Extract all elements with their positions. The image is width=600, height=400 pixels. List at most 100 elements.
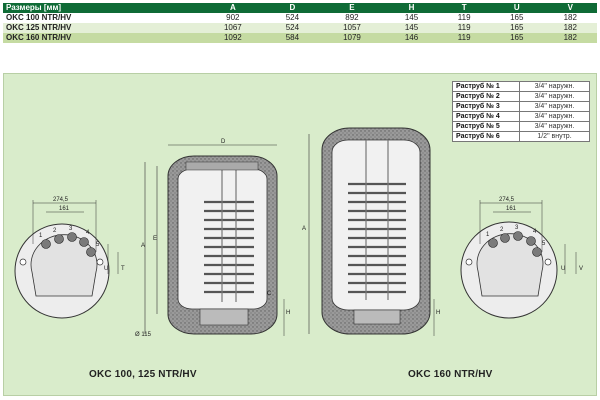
- dim-label: 274,5: [499, 197, 515, 203]
- model-cell: OKC 160 NTR/HV: [3, 33, 200, 43]
- port-5: [86, 247, 96, 257]
- value-cell: 182: [543, 13, 597, 23]
- value-cell: 892: [319, 13, 385, 23]
- port-label: 1: [39, 233, 43, 239]
- small-tank-side-view: D A E Ø 115 H C: [135, 139, 290, 338]
- table-row: OKC 125 NTR/HV 1067 524 1057 145 119 165…: [3, 23, 597, 33]
- value-cell: 145: [384, 23, 439, 33]
- value-cell: 524: [265, 23, 320, 33]
- model-cell: OKC 100 NTR/HV: [3, 13, 200, 23]
- heating-coil: [204, 200, 254, 294]
- caption-large-model: OKC 160 NTR/HV: [408, 369, 493, 380]
- port-label: 5: [96, 242, 100, 248]
- connection-label: Раструб № 6: [452, 131, 520, 142]
- value-cell: 182: [543, 23, 597, 33]
- connection-value: 1/2" внутр.: [519, 131, 590, 142]
- port-3: [513, 231, 523, 241]
- value-cell: 119: [438, 23, 491, 33]
- header-cell: D: [265, 3, 320, 13]
- value-cell: 146: [384, 33, 439, 43]
- connection-value: 3/4" наружн.: [519, 121, 590, 132]
- value-cell: 524: [265, 13, 320, 23]
- value-cell: 145: [384, 13, 439, 23]
- dim-label: H: [436, 310, 440, 316]
- port-3: [67, 232, 77, 242]
- port-label: 1: [486, 232, 490, 238]
- connection-label: Раструб № 4: [452, 111, 520, 122]
- value-cell: 119: [438, 13, 491, 23]
- header-cell: A: [200, 3, 266, 13]
- value-cell: 1057: [319, 23, 385, 33]
- port-2: [500, 233, 510, 243]
- connection-row: Раструб № 1 3/4" наружн.: [452, 81, 590, 92]
- heating-coil: [348, 182, 406, 294]
- port-1: [41, 239, 51, 249]
- value-cell: 165: [490, 13, 544, 23]
- dim-label: U: [561, 266, 565, 272]
- dim-label: H: [286, 310, 290, 316]
- value-cell: 1067: [200, 23, 266, 33]
- connections-table: Раструб № 1 3/4" наружн. Раструб № 2 3/4…: [452, 81, 590, 142]
- header-cell: V: [543, 3, 597, 13]
- connection-label: Раструб № 5: [452, 121, 520, 132]
- dim-label: V: [579, 266, 583, 272]
- value-cell: 902: [200, 13, 266, 23]
- header-cell: T: [438, 3, 491, 13]
- dim-label: U: [104, 266, 108, 272]
- port-label: 3: [515, 225, 519, 231]
- port-label: 2: [500, 227, 504, 233]
- value-cell: 165: [490, 33, 544, 43]
- dim-label: 161: [506, 206, 517, 212]
- dim-label: D: [221, 139, 226, 145]
- table-row: OKC 160 NTR/HV 1092 584 1079 146 119 165…: [3, 33, 597, 43]
- port-label: 2: [53, 228, 57, 234]
- port-1: [488, 238, 498, 248]
- connection-row: Раструб № 6 1/2" внутр.: [452, 131, 590, 142]
- port-4: [79, 237, 89, 247]
- dim-label: 274,5: [53, 197, 69, 203]
- header-cell: E: [319, 3, 385, 13]
- port-label: 4: [86, 230, 90, 236]
- header-cell: U: [490, 3, 544, 13]
- header-cell: Размеры [мм]: [3, 3, 200, 13]
- port-label: 5: [542, 241, 546, 247]
- value-cell: 584: [265, 33, 320, 43]
- dimensions-header-row: Размеры [мм] A D E H T U V: [3, 3, 597, 13]
- value-cell: 182: [543, 33, 597, 43]
- connection-row: Раструб № 2 3/4" наружн.: [452, 91, 590, 102]
- table-row: OKC 100 NTR/HV 902 524 892 145 119 165 1…: [3, 13, 597, 23]
- connection-row: Раструб № 3 3/4" наружн.: [452, 101, 590, 112]
- technical-drawing: 1 2 3 4 5 274,5 161 U T: [14, 127, 583, 338]
- dim-label: A: [141, 243, 145, 249]
- dim-label: A: [302, 226, 306, 232]
- left-top-view: 1 2 3 4 5 274,5 161 U T: [14, 197, 125, 319]
- port-label: 4: [533, 229, 537, 235]
- dim-label: T: [121, 266, 125, 272]
- dim-label: Ø 115: [135, 332, 152, 338]
- large-tank-side-view: A H: [302, 127, 440, 336]
- dim-label: 161: [59, 206, 70, 212]
- connection-row: Раструб № 5 3/4" наружн.: [452, 121, 590, 132]
- connection-value: 3/4" наружн.: [519, 81, 590, 92]
- connection-label: Раструб № 3: [452, 101, 520, 112]
- port-4: [526, 236, 536, 246]
- value-cell: 1092: [200, 33, 266, 43]
- header-cell: H: [384, 3, 439, 13]
- connection-value: 3/4" наружн.: [519, 101, 590, 112]
- dimensions-table: Размеры [мм] A D E H T U V OKC 100 NTR/H…: [3, 3, 597, 43]
- port-5: [532, 247, 542, 257]
- right-top-view: 1 2 3 4 5 274,5 161 U V: [460, 197, 583, 319]
- port-label: 3: [69, 226, 73, 232]
- dim-label: C: [267, 291, 272, 297]
- connection-row: Раструб № 4 3/4" наружн.: [452, 111, 590, 122]
- value-cell: 119: [438, 33, 491, 43]
- model-cell: OKC 125 NTR/HV: [3, 23, 200, 33]
- caption-small-models: OKC 100, 125 NTR/HV: [89, 369, 197, 380]
- dim-label: E: [153, 236, 157, 242]
- inner-tank: [331, 139, 421, 311]
- connection-label: Раструб № 1: [452, 81, 520, 92]
- connection-value: 3/4" наружн.: [519, 91, 590, 102]
- connection-value: 3/4" наружн.: [519, 111, 590, 122]
- port-2: [54, 234, 64, 244]
- value-cell: 1079: [319, 33, 385, 43]
